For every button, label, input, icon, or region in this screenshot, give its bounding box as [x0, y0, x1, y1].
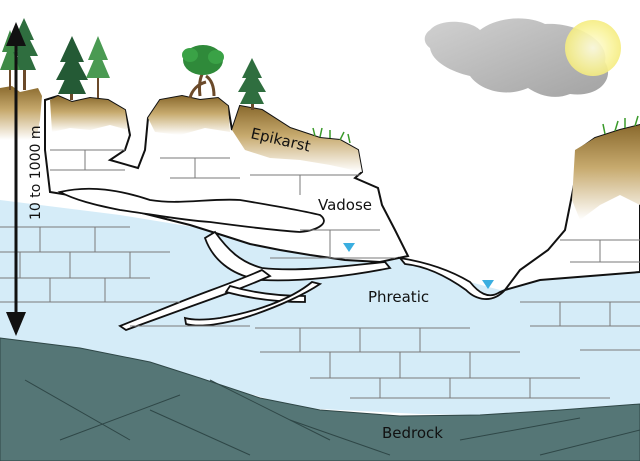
tree-icon — [0, 18, 38, 90]
bedrock-fractures — [24, 379, 640, 456]
bedrock-label: Bedrock — [382, 424, 443, 442]
tree-icon — [56, 36, 110, 100]
water-table-marker-icon — [343, 243, 355, 252]
cloud-icon — [424, 18, 609, 97]
limestone-bedding — [0, 149, 640, 399]
vadose-label: Vadose — [318, 196, 372, 214]
soil-cap-2 — [148, 96, 230, 135]
water-table-marker-icon — [482, 280, 494, 289]
double-arrow-icon — [6, 22, 26, 336]
soil-cap-1 — [50, 96, 128, 132]
limestone-joints — [19, 150, 611, 398]
sun-icon — [565, 20, 621, 76]
cave-passages — [57, 187, 506, 332]
grass-tufts — [312, 115, 639, 144]
tree-icon — [238, 58, 266, 110]
tree-icon — [182, 45, 224, 99]
soil-cap-3 — [232, 106, 362, 172]
phreatic-zone — [0, 200, 640, 418]
depth-label: 10 to 1000 m — [28, 126, 44, 221]
left-cliff — [0, 86, 42, 140]
phreatic-label: Phreatic — [368, 288, 429, 306]
right-cliff-soil — [572, 125, 640, 220]
bedrock-zone — [0, 337, 640, 461]
